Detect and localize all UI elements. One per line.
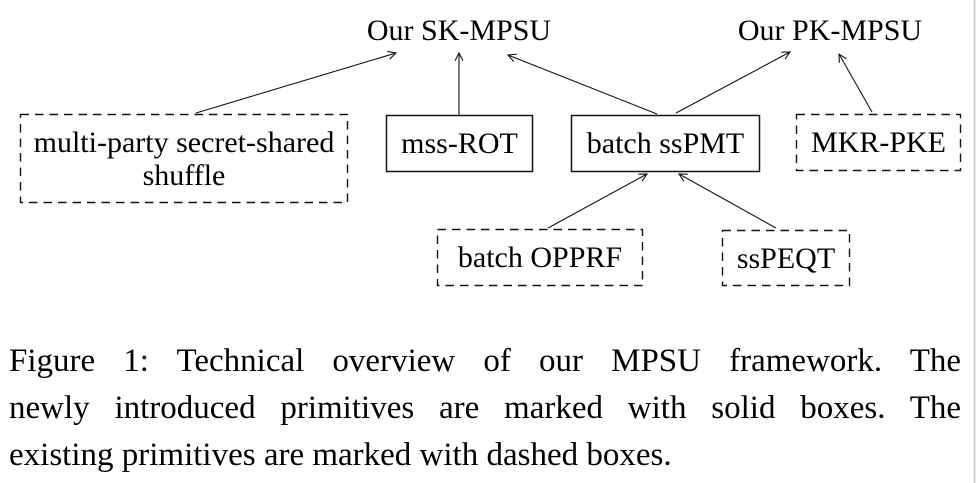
box-multi-party-shuffle: multi-party secret-shared shuffle bbox=[33, 125, 335, 192]
batch-sspmt-box-outline bbox=[570, 114, 761, 173]
batch-opprf-box-outline bbox=[436, 228, 644, 287]
output-label-pk-mpsu: Our PK-MPSU bbox=[737, 14, 923, 47]
arrow-multi-party-shuffle-to-sk-mpsu bbox=[195, 50, 398, 114]
box-batch-sspmt: batch ssPMT bbox=[586, 127, 745, 160]
caption-line-2: newly introduced primitives are marked w… bbox=[9, 390, 961, 426]
mkr-pke-box-outline bbox=[795, 113, 962, 172]
arrow-batch-sspmt-to-pk-mpsu bbox=[675, 51, 792, 114]
box-sspeqt: ssPEQT bbox=[736, 241, 836, 275]
box-mss-rot: mss-ROT bbox=[401, 127, 518, 160]
box-mkr-pke: MKR-PKE bbox=[810, 126, 946, 159]
arrow-mkr-pke-to-pk-mpsu bbox=[838, 52, 873, 113]
box-batch-opprf: batch OPPRF bbox=[457, 241, 623, 274]
sspeqt-box-outline bbox=[721, 229, 851, 287]
arrow-sspeqt-to-batch-sspmt bbox=[677, 173, 777, 229]
arrow-batch-sspmt-to-sk-mpsu bbox=[506, 53, 658, 115]
output-label-sk-mpsu: Our SK-MPSU bbox=[366, 14, 552, 47]
caption-line-3: existing primitives are marked with dash… bbox=[9, 437, 672, 473]
figure-caption: Figure 1: Technical overview of our MPSU… bbox=[9, 338, 961, 479]
multi-party-shuffle-box-outline bbox=[19, 113, 349, 204]
mss-rot-box-outline bbox=[385, 114, 534, 173]
caption-line-1: Figure 1: Technical overview of our MPSU… bbox=[9, 343, 961, 379]
arrow-batch-opprf-to-batch-sspmt bbox=[547, 173, 649, 229]
